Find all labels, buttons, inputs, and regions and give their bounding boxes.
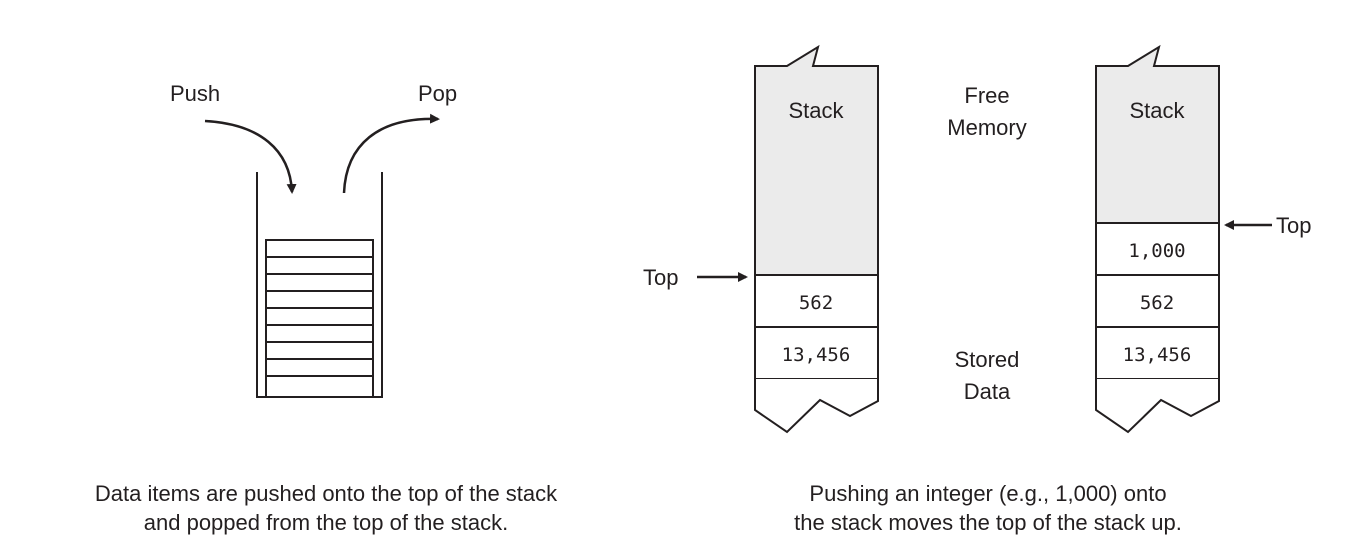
torn-bottom-after: [1095, 379, 1220, 434]
memory-cell: [1095, 326, 1220, 380]
top-label-after: Top: [1276, 213, 1311, 238]
stack-item: [265, 290, 374, 309]
memory-labels: Free Memory Stored Data: [947, 83, 1026, 404]
stack-item: [265, 307, 374, 326]
stack-header-after: Stack: [1129, 98, 1185, 123]
stack-item: [265, 375, 374, 398]
push-pop-diagram: Push Pop Data items are pushed onto the …: [95, 81, 558, 535]
torn-bottom-before: [754, 379, 879, 434]
stack-item: [265, 256, 374, 275]
stack-item: [265, 358, 374, 377]
cell-value: 562: [799, 292, 833, 314]
stack-item: [265, 341, 374, 360]
push-label: Push: [170, 81, 220, 106]
stack-header-before: Stack: [788, 98, 844, 123]
cell-value: 13,456: [1123, 344, 1192, 366]
stored-data-label-line1: Stored: [955, 347, 1020, 372]
left-caption-line2: and popped from the top of the stack.: [144, 510, 508, 535]
free-memory-label-line1: Free: [964, 83, 1009, 108]
cell-value: 562: [1140, 292, 1174, 314]
stack-region-before: [754, 44, 879, 276]
left-caption-line1: Data items are pushed onto the top of th…: [95, 481, 558, 506]
cell-value: 1,000: [1128, 240, 1185, 262]
pop-arrow-icon: [342, 113, 440, 194]
stack-item: [265, 239, 374, 258]
stacked-items: [265, 239, 374, 398]
memory-cell: [1095, 222, 1220, 276]
memory-after-push: Stack 1,000 562 13,456 Top: [1095, 44, 1311, 434]
stored-data-label-line2: Data: [964, 379, 1011, 404]
cell-value: 13,456: [782, 344, 851, 366]
right-caption-line1: Pushing an integer (e.g., 1,000) onto: [809, 481, 1166, 506]
pop-label: Pop: [418, 81, 457, 106]
stack-item: [265, 324, 374, 343]
top-label-before: Top: [643, 265, 678, 290]
push-arrow-icon: [204, 119, 297, 194]
memory-before-push: Stack 562 13,456 Top: [643, 44, 879, 434]
memory-cell: [754, 326, 879, 380]
right-caption-line2: the stack moves the top of the stack up.: [794, 510, 1182, 535]
stack-item: [265, 273, 374, 292]
free-memory-label-line2: Memory: [947, 115, 1026, 140]
memory-cell: [1095, 274, 1220, 328]
stack-region-after: [1095, 44, 1220, 224]
